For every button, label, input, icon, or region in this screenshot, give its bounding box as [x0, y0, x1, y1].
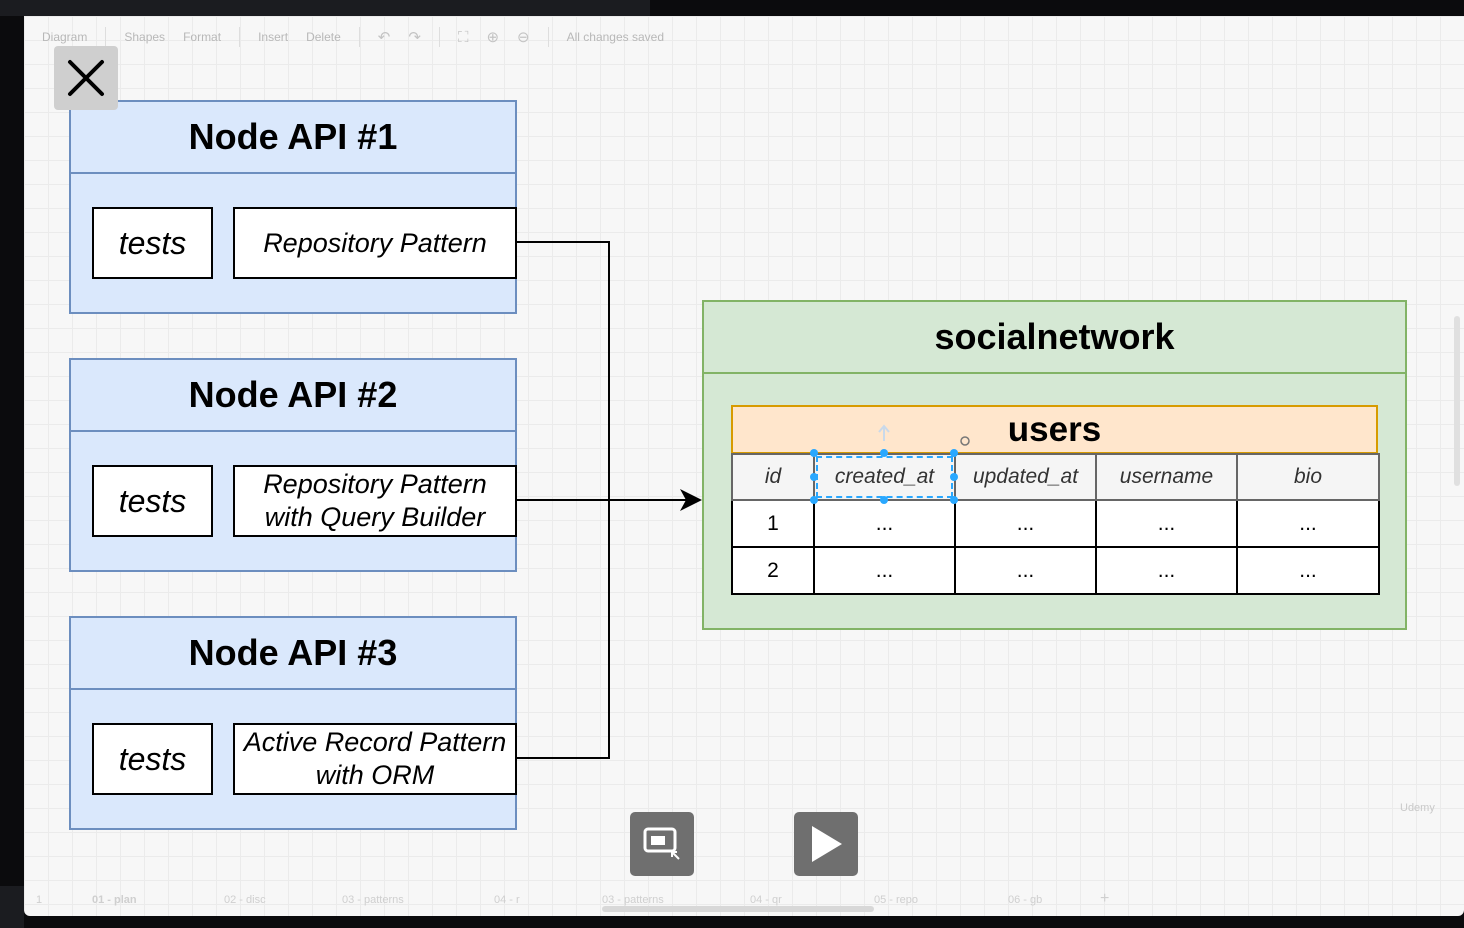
page-tab[interactable]: 05 - repo — [874, 894, 919, 906]
node-api-2-container[interactable]: Node API #2 tests Repository Pattern wit… — [69, 358, 517, 572]
zoom-out-icon[interactable]: ⊖ — [517, 29, 530, 46]
page-tab[interactable]: 1 — [36, 894, 43, 906]
close-button[interactable] — [54, 46, 118, 110]
watermark: Udemy — [1400, 802, 1435, 814]
toolbar-divider — [105, 27, 107, 47]
table-title[interactable]: users — [731, 405, 1378, 454]
insert-button[interactable]: Insert — [258, 30, 289, 44]
database-title: socialnetwork — [704, 302, 1405, 374]
table-cell[interactable]: ... — [1236, 546, 1380, 595]
close-icon — [68, 60, 104, 96]
node-api-2-pattern-line1: Repository Pattern — [263, 469, 487, 499]
picture-in-picture-icon — [643, 827, 680, 860]
table-row: 1 ... ... ... ... — [731, 499, 1380, 548]
vertical-scrollbar[interactable] — [1454, 316, 1460, 486]
node-api-1-title: Node API #1 — [71, 102, 515, 174]
diagram-menu[interactable]: Diagram — [42, 30, 88, 44]
column-header-bio[interactable]: bio — [1236, 453, 1380, 501]
table-cell[interactable]: ... — [813, 499, 956, 548]
table-cell[interactable]: ... — [1095, 546, 1238, 595]
fullscreen-icon[interactable]: ⛶ — [457, 28, 469, 46]
horizontal-scrollbar[interactable] — [602, 906, 874, 912]
connector-api1[interactable] — [516, 241, 610, 500]
picture-in-picture-button[interactable] — [630, 812, 694, 876]
table-cell[interactable]: 1 — [731, 499, 815, 548]
page-tabs: 1 01 - plan 02 - disc 03 - patterns 04 -… — [24, 890, 1464, 916]
toolbar-divider — [239, 27, 241, 47]
table-cell[interactable]: ... — [1095, 499, 1238, 548]
play-button[interactable] — [794, 812, 858, 876]
undo-icon[interactable]: ↶ — [377, 29, 391, 46]
toolbar-divider — [438, 27, 440, 47]
table-row: 2 ... ... ... ... — [731, 546, 1380, 595]
column-header-updated-at[interactable]: updated_at — [954, 453, 1097, 501]
table-cell[interactable]: ... — [954, 499, 1097, 548]
redo-icon[interactable]: ↷ — [408, 29, 421, 46]
node-api-2-title: Node API #2 — [71, 360, 515, 432]
connector-arrowhead — [680, 489, 702, 511]
node-api-2-tests[interactable]: tests — [92, 465, 213, 537]
table-header-row: id created_at updated_at username bio — [731, 453, 1380, 501]
background-window-strip-bottom — [0, 886, 24, 928]
table-cell[interactable]: ... — [813, 546, 956, 595]
page-tab[interactable]: 06 - gb — [1008, 894, 1043, 906]
node-api-3-pattern-line1: Active Record Pattern — [243, 727, 507, 757]
table-cell[interactable]: 2 — [731, 546, 815, 595]
toolbar-divider — [358, 27, 360, 47]
delete-button[interactable]: Delete — [306, 30, 341, 44]
shapes-menu[interactable]: Shapes — [124, 30, 166, 44]
table-cell[interactable]: ... — [1236, 499, 1380, 548]
column-header-created-at[interactable]: created_at — [813, 453, 956, 501]
format-menu[interactable]: Format — [183, 30, 222, 44]
page-tab[interactable]: 03 - patterns — [342, 894, 404, 906]
table-cell[interactable]: ... — [954, 546, 1097, 595]
zoom-in-icon[interactable]: ⊕ — [486, 29, 500, 46]
play-icon — [812, 826, 842, 862]
page-tab[interactable]: 04 - r — [494, 894, 520, 906]
page-tab[interactable]: 04 - qr — [750, 894, 782, 906]
node-api-3-tests[interactable]: tests — [92, 723, 213, 795]
node-api-2-pattern-line2: with Query Builder — [264, 502, 486, 532]
page-tab[interactable]: 01 - plan — [92, 894, 137, 906]
column-header-id[interactable]: id — [731, 453, 815, 501]
connector-api3[interactable] — [516, 500, 610, 759]
node-api-3-container[interactable]: Node API #3 tests Active Record Pattern … — [69, 616, 517, 830]
node-api-2-pattern[interactable]: Repository Pattern with Query Builder — [233, 465, 517, 537]
users-table[interactable]: id created_at updated_at username bio 1 … — [731, 453, 1380, 595]
editor-toolbar: Diagram Shapes Format Insert Delete ↶ ↷ … — [24, 16, 1464, 58]
node-api-1-pattern-line1: Repository Pattern — [263, 227, 487, 258]
node-api-3-pattern[interactable]: Active Record Pattern with ORM — [233, 723, 517, 795]
node-api-3-pattern-line2: with ORM — [315, 760, 435, 790]
page-tab[interactable]: 02 - disc — [224, 894, 266, 906]
node-api-1-pattern[interactable]: Repository Pattern — [233, 207, 517, 279]
page-tab[interactable]: 03 - patterns — [602, 894, 664, 906]
toolbar-divider — [547, 27, 549, 47]
column-header-username[interactable]: username — [1095, 453, 1238, 501]
background-window-strip — [0, 0, 650, 16]
node-api-1-container[interactable]: Node API #1 tests Repository Pattern — [69, 100, 517, 314]
node-api-3-title: Node API #3 — [71, 618, 515, 690]
save-status: All changes saved — [566, 30, 665, 44]
connector-lines — [516, 241, 702, 759]
add-page-icon[interactable]: + — [1100, 890, 1110, 907]
node-api-1-tests[interactable]: tests — [92, 207, 213, 279]
diagram-canvas[interactable]: Diagram Shapes Format Insert Delete ↶ ↷ … — [24, 16, 1464, 916]
